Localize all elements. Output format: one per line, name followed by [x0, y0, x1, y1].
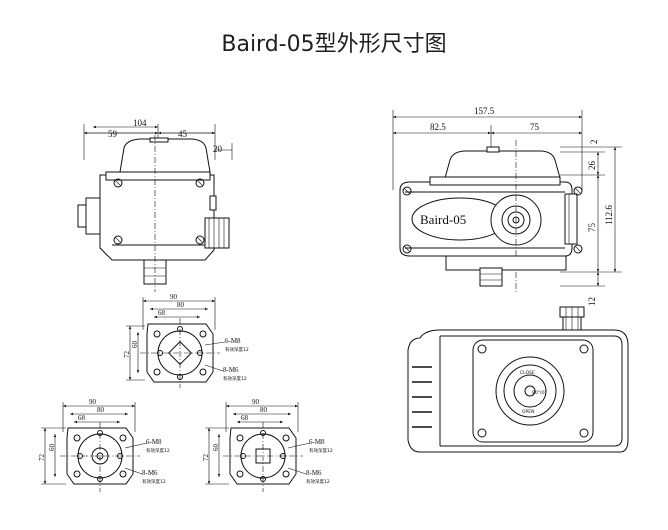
side-view-label: Baird-05 [420, 212, 466, 227]
flange1-h2: 60 [131, 341, 139, 349]
dim-side-left: 82.5 [430, 122, 446, 132]
flange1-h1: 72 [123, 351, 131, 359]
flange3-bolt1: 6-M8 [309, 438, 325, 446]
flange1-bolt2: 8-M6 [223, 366, 239, 374]
flange1-d1: 90 [170, 293, 178, 301]
dim-front-left: 59 [108, 129, 118, 139]
flange2-note1: 有效深度12 [146, 447, 170, 454]
flange2-bolt1: 6-M8 [146, 438, 162, 446]
flange2-d1: 90 [89, 398, 97, 406]
flange1-d3: 68 [158, 309, 166, 317]
flange3-bolt2: 8-M6 [306, 469, 322, 477]
top-view: CLOSE OPEN 90°(0) [407, 306, 629, 453]
flange2-bolt2: 8-M6 [142, 469, 158, 477]
dim-side-cap: 26 [587, 161, 597, 171]
dim-side-body: 75 [587, 223, 597, 233]
dial-close-label: CLOSE [520, 370, 535, 376]
flange3-note1: 有效深度12 [309, 447, 333, 454]
dim-side-top: 2 [589, 140, 599, 145]
dim-front-right: 45 [178, 129, 188, 139]
front-view: 104 59 45 20 [77, 118, 233, 292]
dim-side-height: 112.6 [604, 205, 614, 225]
dim-side-total: 157.5 [474, 106, 495, 116]
flange2-d2: 80 [97, 406, 105, 414]
flange-view-1: 90 80 68 72 60 6-M8 有效深度12 8-M6 有效深度12 [123, 293, 249, 388]
flange3-d2: 80 [260, 406, 268, 414]
flange2-h1: 72 [38, 454, 46, 462]
side-view: 157.5 82.5 75 2 26 112.6 75 12 Baird-05 [392, 106, 622, 306]
flange1-bolt1: 6-M8 [225, 337, 241, 345]
flange2-h2: 60 [48, 444, 56, 452]
flange3-h1: 72 [202, 454, 210, 462]
dim-side-right: 75 [530, 122, 540, 132]
page-title: Baird-05型外形尺寸图 [221, 32, 447, 57]
dim-front-side: 20 [213, 144, 223, 154]
flange2-note2: 有效深度12 [142, 478, 166, 485]
flange3-h2: 60 [212, 444, 220, 452]
dial-open-label: OPEN [522, 409, 534, 415]
flange-view-3: 90 80 68 72 60 6-M8 有效深度12 8-M6 有效深度12 [202, 398, 333, 492]
flange1-note2: 有效深度12 [223, 375, 247, 382]
dim-side-bottom: 12 [587, 297, 597, 306]
flange-view-2: 90 80 68 72 60 6-M8 有效深度12 8-M6 有效深度12 [38, 398, 170, 492]
flange1-note1: 有效深度12 [225, 346, 249, 353]
flange2-d3: 68 [78, 414, 86, 422]
flange1-d2: 80 [177, 301, 185, 309]
dial-degrees-label: 90°(0) [532, 390, 547, 396]
flange3-d1: 90 [252, 398, 260, 406]
flange3-note2: 有效深度12 [306, 478, 330, 485]
flange3-d3: 68 [241, 414, 249, 422]
dim-front-total: 104 [133, 118, 147, 128]
